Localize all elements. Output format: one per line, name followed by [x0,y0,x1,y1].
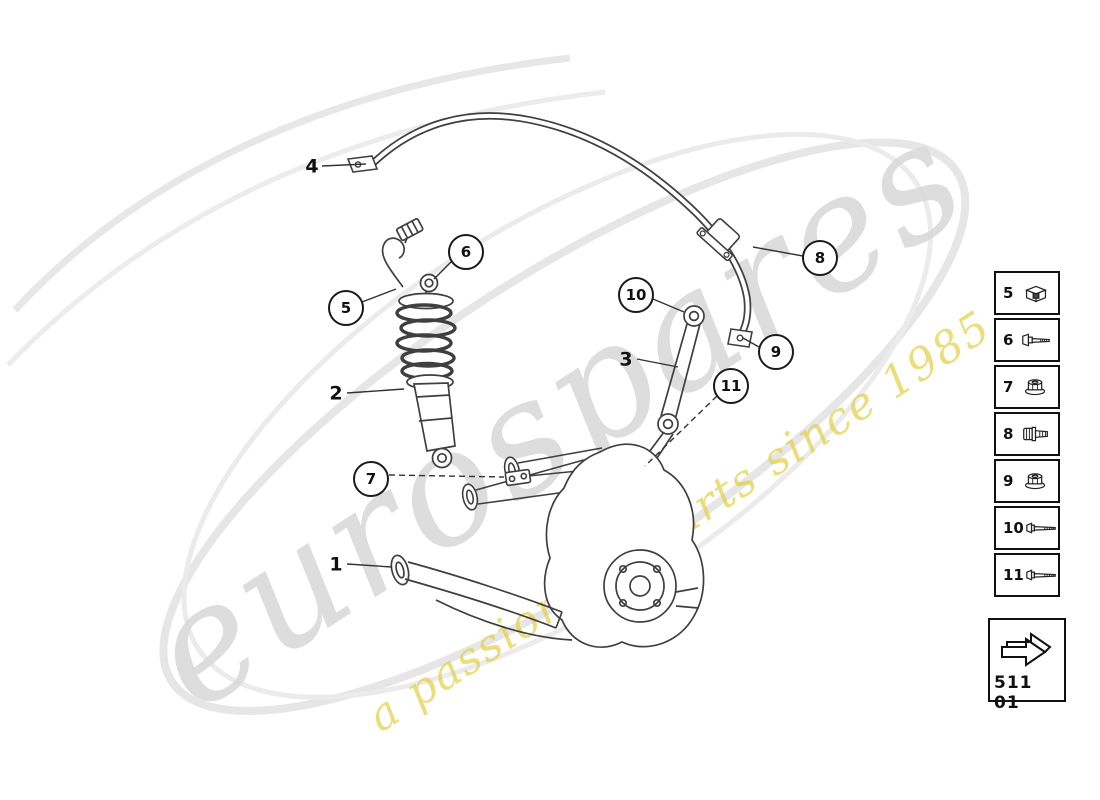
legend-item-8[interactable]: 8 [994,412,1060,456]
legend-number: 8 [1003,425,1014,443]
hex-screw-icon [1024,516,1058,540]
callout-1[interactable]: 1 [329,553,343,576]
legend-item-10[interactable]: 10 [994,506,1060,550]
hex-screw-icon [1024,563,1058,587]
legend-item-9[interactable]: 9 [994,459,1060,503]
square-nut-icon [1019,281,1053,305]
callout-6[interactable]: 6 [448,234,484,270]
hex-bolt-icon [1019,328,1053,352]
callout-11[interactable]: 11 [713,368,749,404]
anti-roll-bar-drawing [346,112,753,348]
legend-number: 6 [1003,331,1014,349]
legend-number: 9 [1003,472,1014,490]
legend-item-7[interactable]: 7 [994,365,1060,409]
anti-roll-bar-clamp-drawing [696,218,740,262]
legend-number: 5 [1003,284,1014,302]
part-group-box[interactable]: 511 01 [988,618,1066,713]
leader-lines [321,163,804,568]
callout-2[interactable]: 2 [329,382,343,405]
flange-nut-icon [1019,375,1053,399]
flange-nut-icon [1019,469,1053,493]
callout-5[interactable]: 5 [328,290,364,326]
callout-7[interactable]: 7 [353,461,389,497]
part-group-code: 511 01 [994,673,1033,713]
callout-10[interactable]: 10 [618,277,654,313]
legend-item-6[interactable]: 6 [994,318,1060,362]
callout-8[interactable]: 8 [802,240,838,276]
shock-absorber-drawing [381,218,457,469]
socket-head-bolt-icon [1019,422,1053,446]
lower-arm-drawing [390,554,573,641]
legend-number: 10 [1003,519,1024,537]
callout-3[interactable]: 3 [619,348,633,371]
legend-item-11[interactable]: 11 [994,553,1060,597]
legend-item-5[interactable]: 5 [994,271,1060,315]
legend-number: 7 [1003,378,1014,396]
direction-arrow-icon [999,627,1055,673]
wheel-hub-carrier-drawing [543,443,705,648]
callout-4[interactable]: 4 [305,155,319,178]
fastener-legend: 5 6 7 [994,271,1060,597]
upper-wishbone-drawing [461,447,603,511]
callout-9[interactable]: 9 [758,334,794,370]
legend-number: 11 [1003,566,1024,584]
